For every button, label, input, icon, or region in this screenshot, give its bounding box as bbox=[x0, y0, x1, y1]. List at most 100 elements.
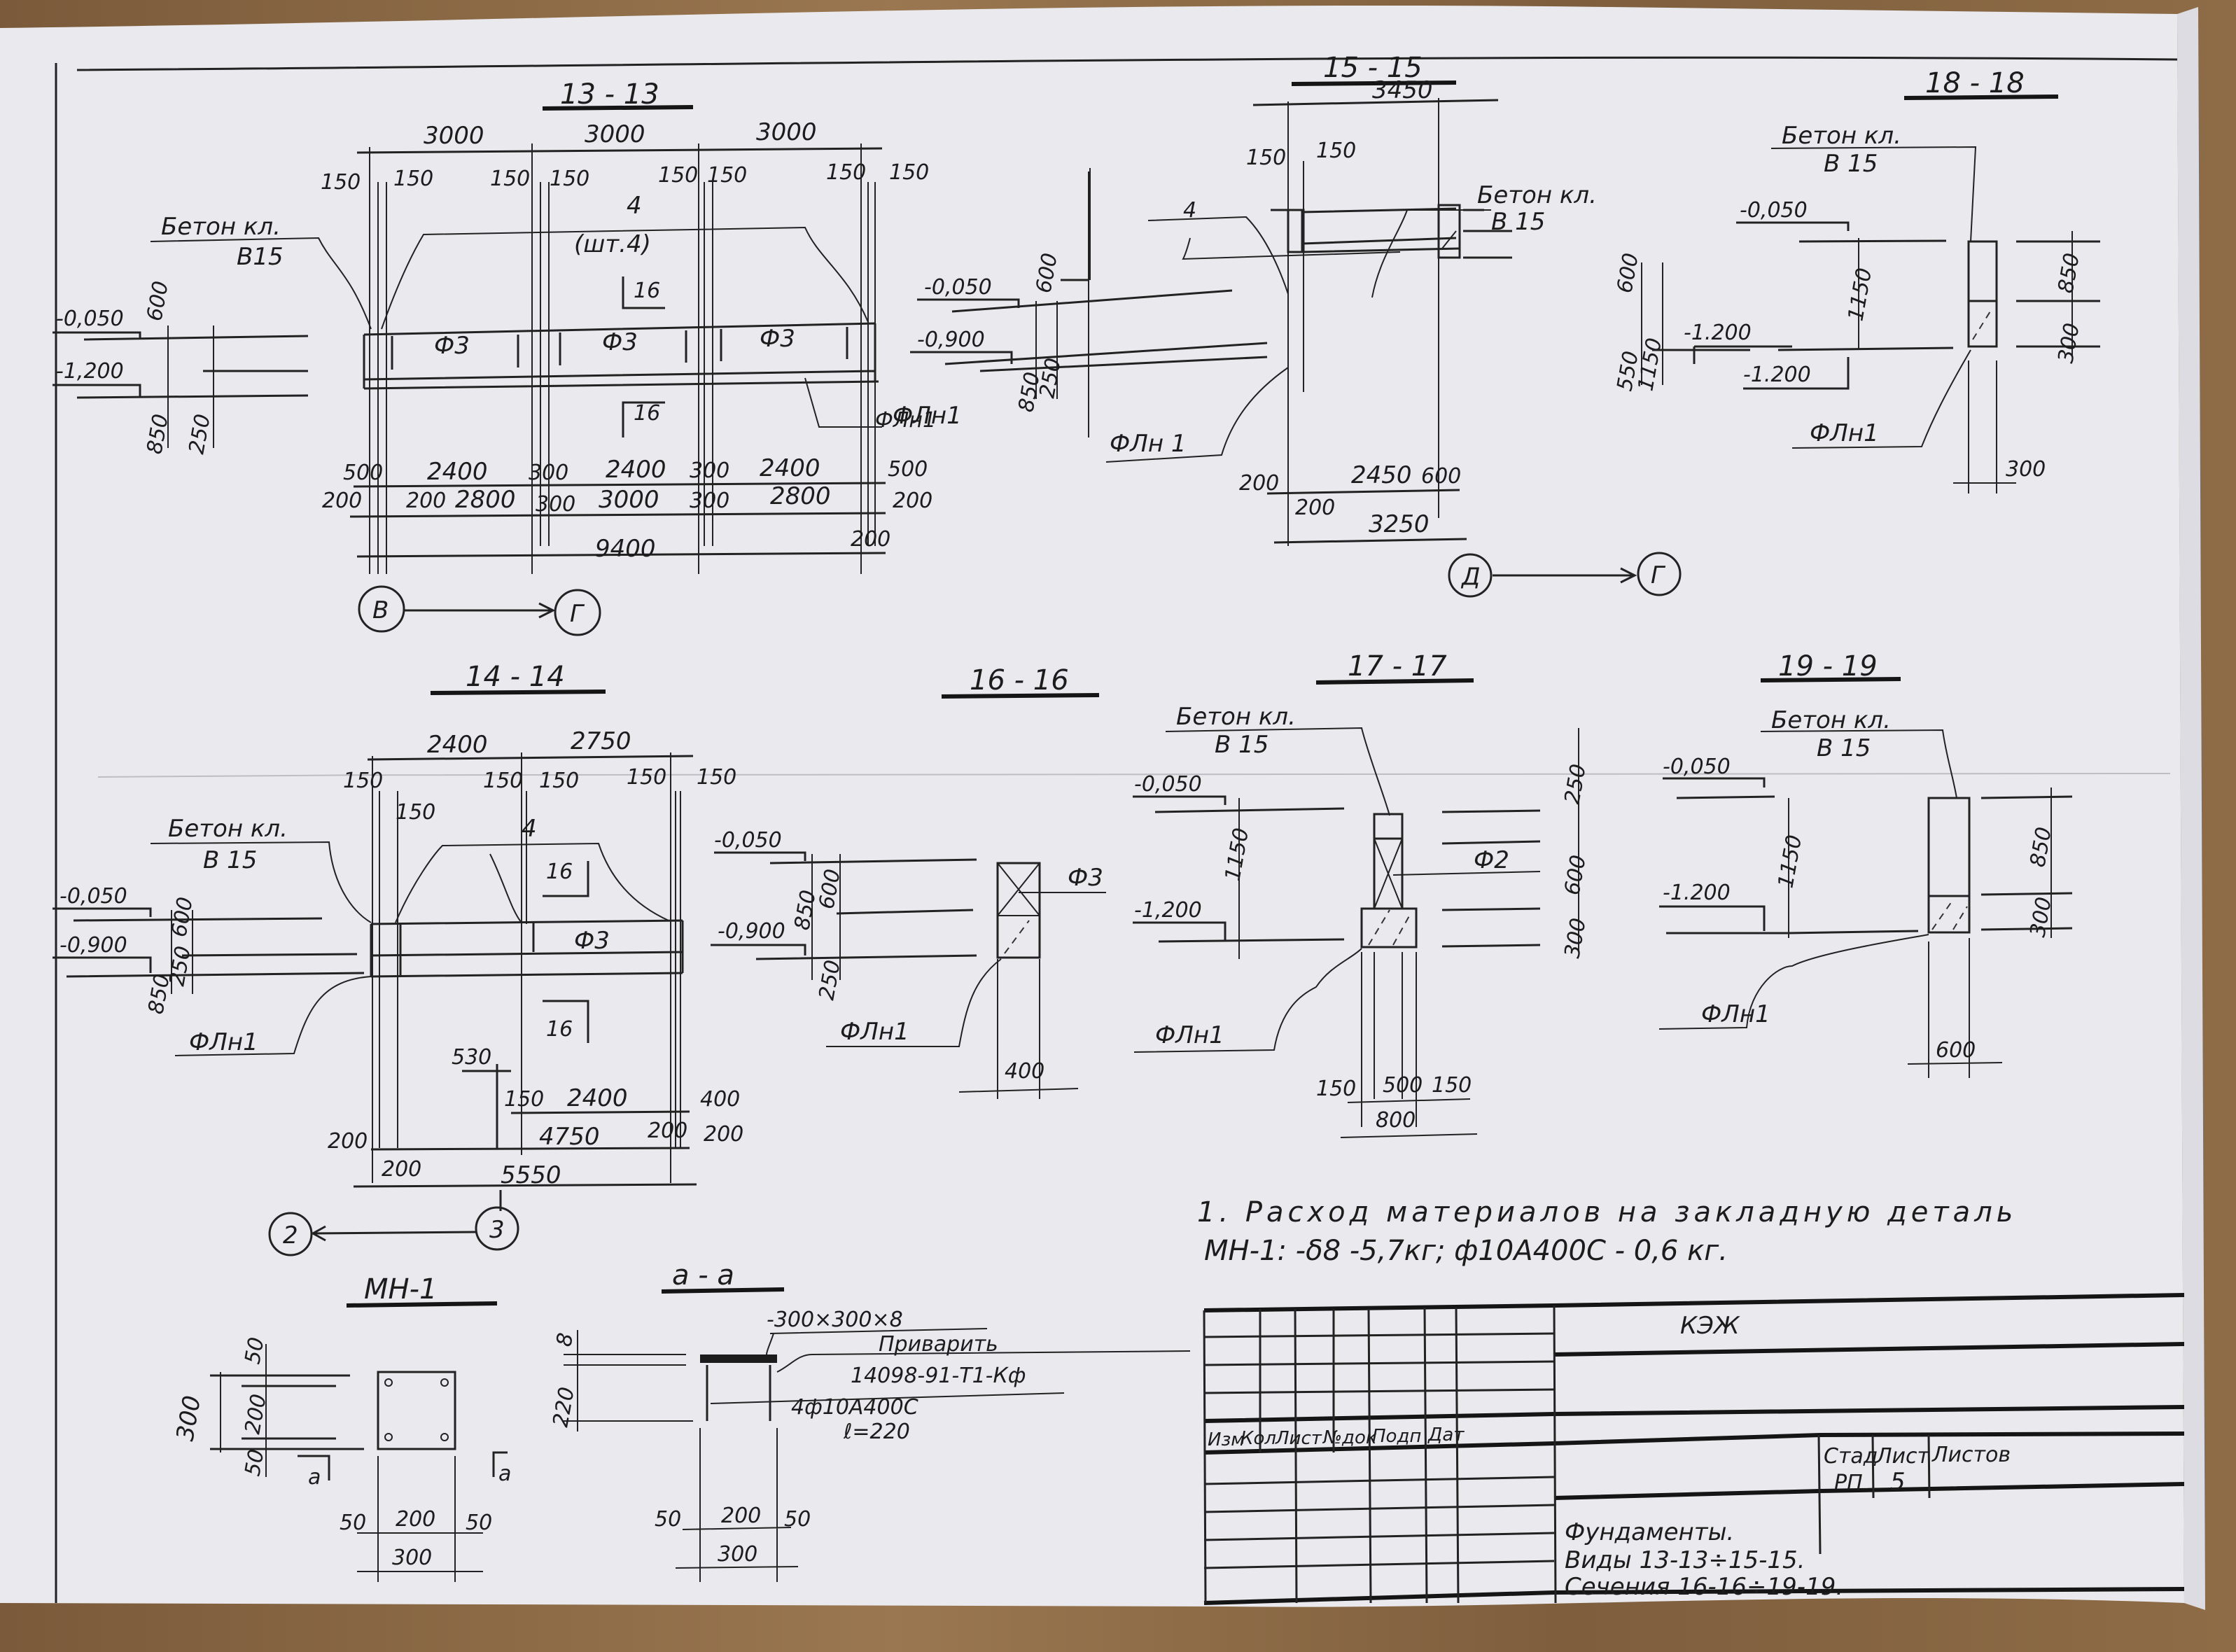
axis-label: 3 bbox=[489, 1216, 505, 1244]
dim-label: 3000 bbox=[599, 486, 659, 514]
callout-number: 4 bbox=[1183, 198, 1196, 223]
level-line bbox=[1133, 921, 1345, 943]
section-18-18: 18 - 18 Бетон кл. В 15 -0,050 1150 -1.20… bbox=[1652, 67, 2100, 493]
axis-marker bbox=[358, 585, 405, 633]
level-line bbox=[1663, 777, 1775, 799]
dimension-line bbox=[462, 1064, 511, 1148]
section-title: 19 - 19 bbox=[1778, 650, 1878, 682]
panel-label: Ф3 bbox=[760, 325, 795, 353]
note-line-2: МН-1: -δ8 -5,7кг; ф10А400С - 0,6 кг. bbox=[1204, 1235, 1728, 1267]
dimension-line bbox=[958, 959, 1079, 1099]
dim-label: 150 bbox=[490, 167, 530, 191]
dim-label: 150 bbox=[483, 769, 523, 793]
dim-label: 150 bbox=[627, 765, 666, 790]
callout-number: 4 bbox=[627, 192, 642, 220]
drawing-code: КЭЖ bbox=[1680, 1312, 1740, 1340]
dim-label: 200 bbox=[648, 1119, 687, 1143]
leader-line bbox=[766, 1328, 988, 1355]
level-mark: -0,050 bbox=[56, 307, 124, 331]
note-line-1: 1. Расход материалов на закладную деталь bbox=[1197, 1196, 2017, 1228]
axis-marker bbox=[554, 589, 601, 636]
dim-label: 500 bbox=[1383, 1073, 1423, 1098]
level-line bbox=[714, 851, 977, 864]
dim-label: 3000 bbox=[585, 120, 645, 148]
dim-label: 150 bbox=[504, 1087, 544, 1112]
description-line: Виды 13-13÷15-15. bbox=[1565, 1546, 1805, 1574]
sheet-number: 5 bbox=[1890, 1468, 1906, 1496]
dim-label: 3000 bbox=[424, 122, 484, 150]
dim-label: 200 bbox=[322, 489, 362, 513]
cut-mark-label: а bbox=[308, 1465, 321, 1490]
leader-line bbox=[150, 841, 372, 923]
dimension-line bbox=[357, 1456, 483, 1582]
axis-label: Г bbox=[1651, 561, 1666, 589]
dimension-line bbox=[510, 1110, 690, 1114]
dim-label: 200 bbox=[396, 1507, 435, 1532]
concrete-class-value: В 15 bbox=[1491, 208, 1545, 236]
column-section bbox=[1287, 209, 1305, 253]
total-dim-label: 300 bbox=[392, 1546, 432, 1570]
dim-label: 50 bbox=[240, 1336, 269, 1366]
level-line bbox=[53, 953, 365, 978]
dim-label: 2800 bbox=[455, 486, 516, 514]
dim-label: 200 bbox=[893, 489, 932, 513]
panel-section bbox=[996, 862, 1041, 959]
level-mark: -1.200 bbox=[1743, 363, 1811, 387]
header-stage: Стад bbox=[1824, 1444, 1878, 1469]
level-mark: -1.200 bbox=[1663, 881, 1731, 905]
dim-label: 150 bbox=[321, 170, 361, 195]
dim-label: 500 bbox=[888, 457, 928, 482]
callout-quantity: (шт.4) bbox=[574, 230, 651, 258]
cut-mark bbox=[622, 401, 665, 438]
plate-outline bbox=[377, 1371, 456, 1450]
header-kol: Кол bbox=[1241, 1428, 1276, 1449]
concrete-class-value: В 15 bbox=[1215, 731, 1269, 759]
axis-marker bbox=[268, 1212, 313, 1256]
dim-label: 4750 bbox=[539, 1123, 600, 1151]
dim-label: 150 bbox=[658, 163, 698, 188]
title-underline bbox=[1291, 80, 1457, 86]
level-line bbox=[917, 289, 1233, 313]
leader-line bbox=[150, 237, 372, 330]
section-a-a: а - а 8 220 -300×300×8 Приварить 14098-9… bbox=[548, 1259, 1191, 1582]
dim-label: 200 bbox=[328, 1129, 368, 1154]
dim-label: 150 bbox=[1316, 139, 1356, 163]
level-line bbox=[1659, 905, 1919, 934]
dim-label: 150 bbox=[826, 160, 866, 185]
embedded-part-mn1: МН-1 50 200 50 300 а а 50 200 50 300 bbox=[171, 1273, 511, 1582]
dim-label: 50 bbox=[784, 1507, 811, 1532]
header-date: Дат bbox=[1427, 1424, 1465, 1446]
dimension-line bbox=[349, 512, 886, 518]
section-title: а - а bbox=[672, 1259, 734, 1292]
dim-label: 2800 bbox=[770, 482, 831, 510]
panel-label: Ф3 bbox=[434, 332, 470, 360]
level-mark: -0,050 bbox=[924, 275, 992, 300]
level-line bbox=[1736, 221, 1947, 243]
dim-label: 150 bbox=[1246, 146, 1286, 170]
panel-label: Ф3 bbox=[574, 927, 610, 955]
frame-top-line bbox=[76, 56, 2178, 71]
level-line bbox=[53, 907, 323, 922]
dimension-line bbox=[353, 482, 886, 488]
level-mark: -0,050 bbox=[1740, 198, 1808, 223]
total-dim-label: 5550 bbox=[501, 1161, 561, 1189]
concrete-class-value: В15 bbox=[237, 243, 284, 271]
wall-section bbox=[1437, 204, 1461, 259]
leader-line bbox=[1392, 871, 1541, 876]
dim-label: 50 bbox=[340, 1511, 366, 1535]
axis-label: Г bbox=[570, 600, 585, 628]
dim-label: 300 bbox=[690, 489, 729, 513]
footing-label: ФЛн 1 bbox=[1110, 430, 1187, 458]
cut-mark-label: 16 bbox=[546, 860, 573, 884]
title-block-grid bbox=[1203, 1305, 1931, 1604]
description-line: Сечения 16-16÷19-19. bbox=[1565, 1573, 1843, 1601]
section-title: 16 - 16 bbox=[970, 664, 1069, 696]
level-mark: -0,050 bbox=[714, 828, 782, 853]
dimension-line bbox=[356, 147, 883, 154]
dimension-line bbox=[1273, 538, 1467, 544]
dim-label: 2400 bbox=[606, 456, 666, 484]
leader-line bbox=[1182, 237, 1401, 260]
column-lines bbox=[1088, 98, 1439, 546]
panel-label: Ф3 bbox=[602, 328, 638, 356]
level-line bbox=[1652, 346, 1954, 351]
